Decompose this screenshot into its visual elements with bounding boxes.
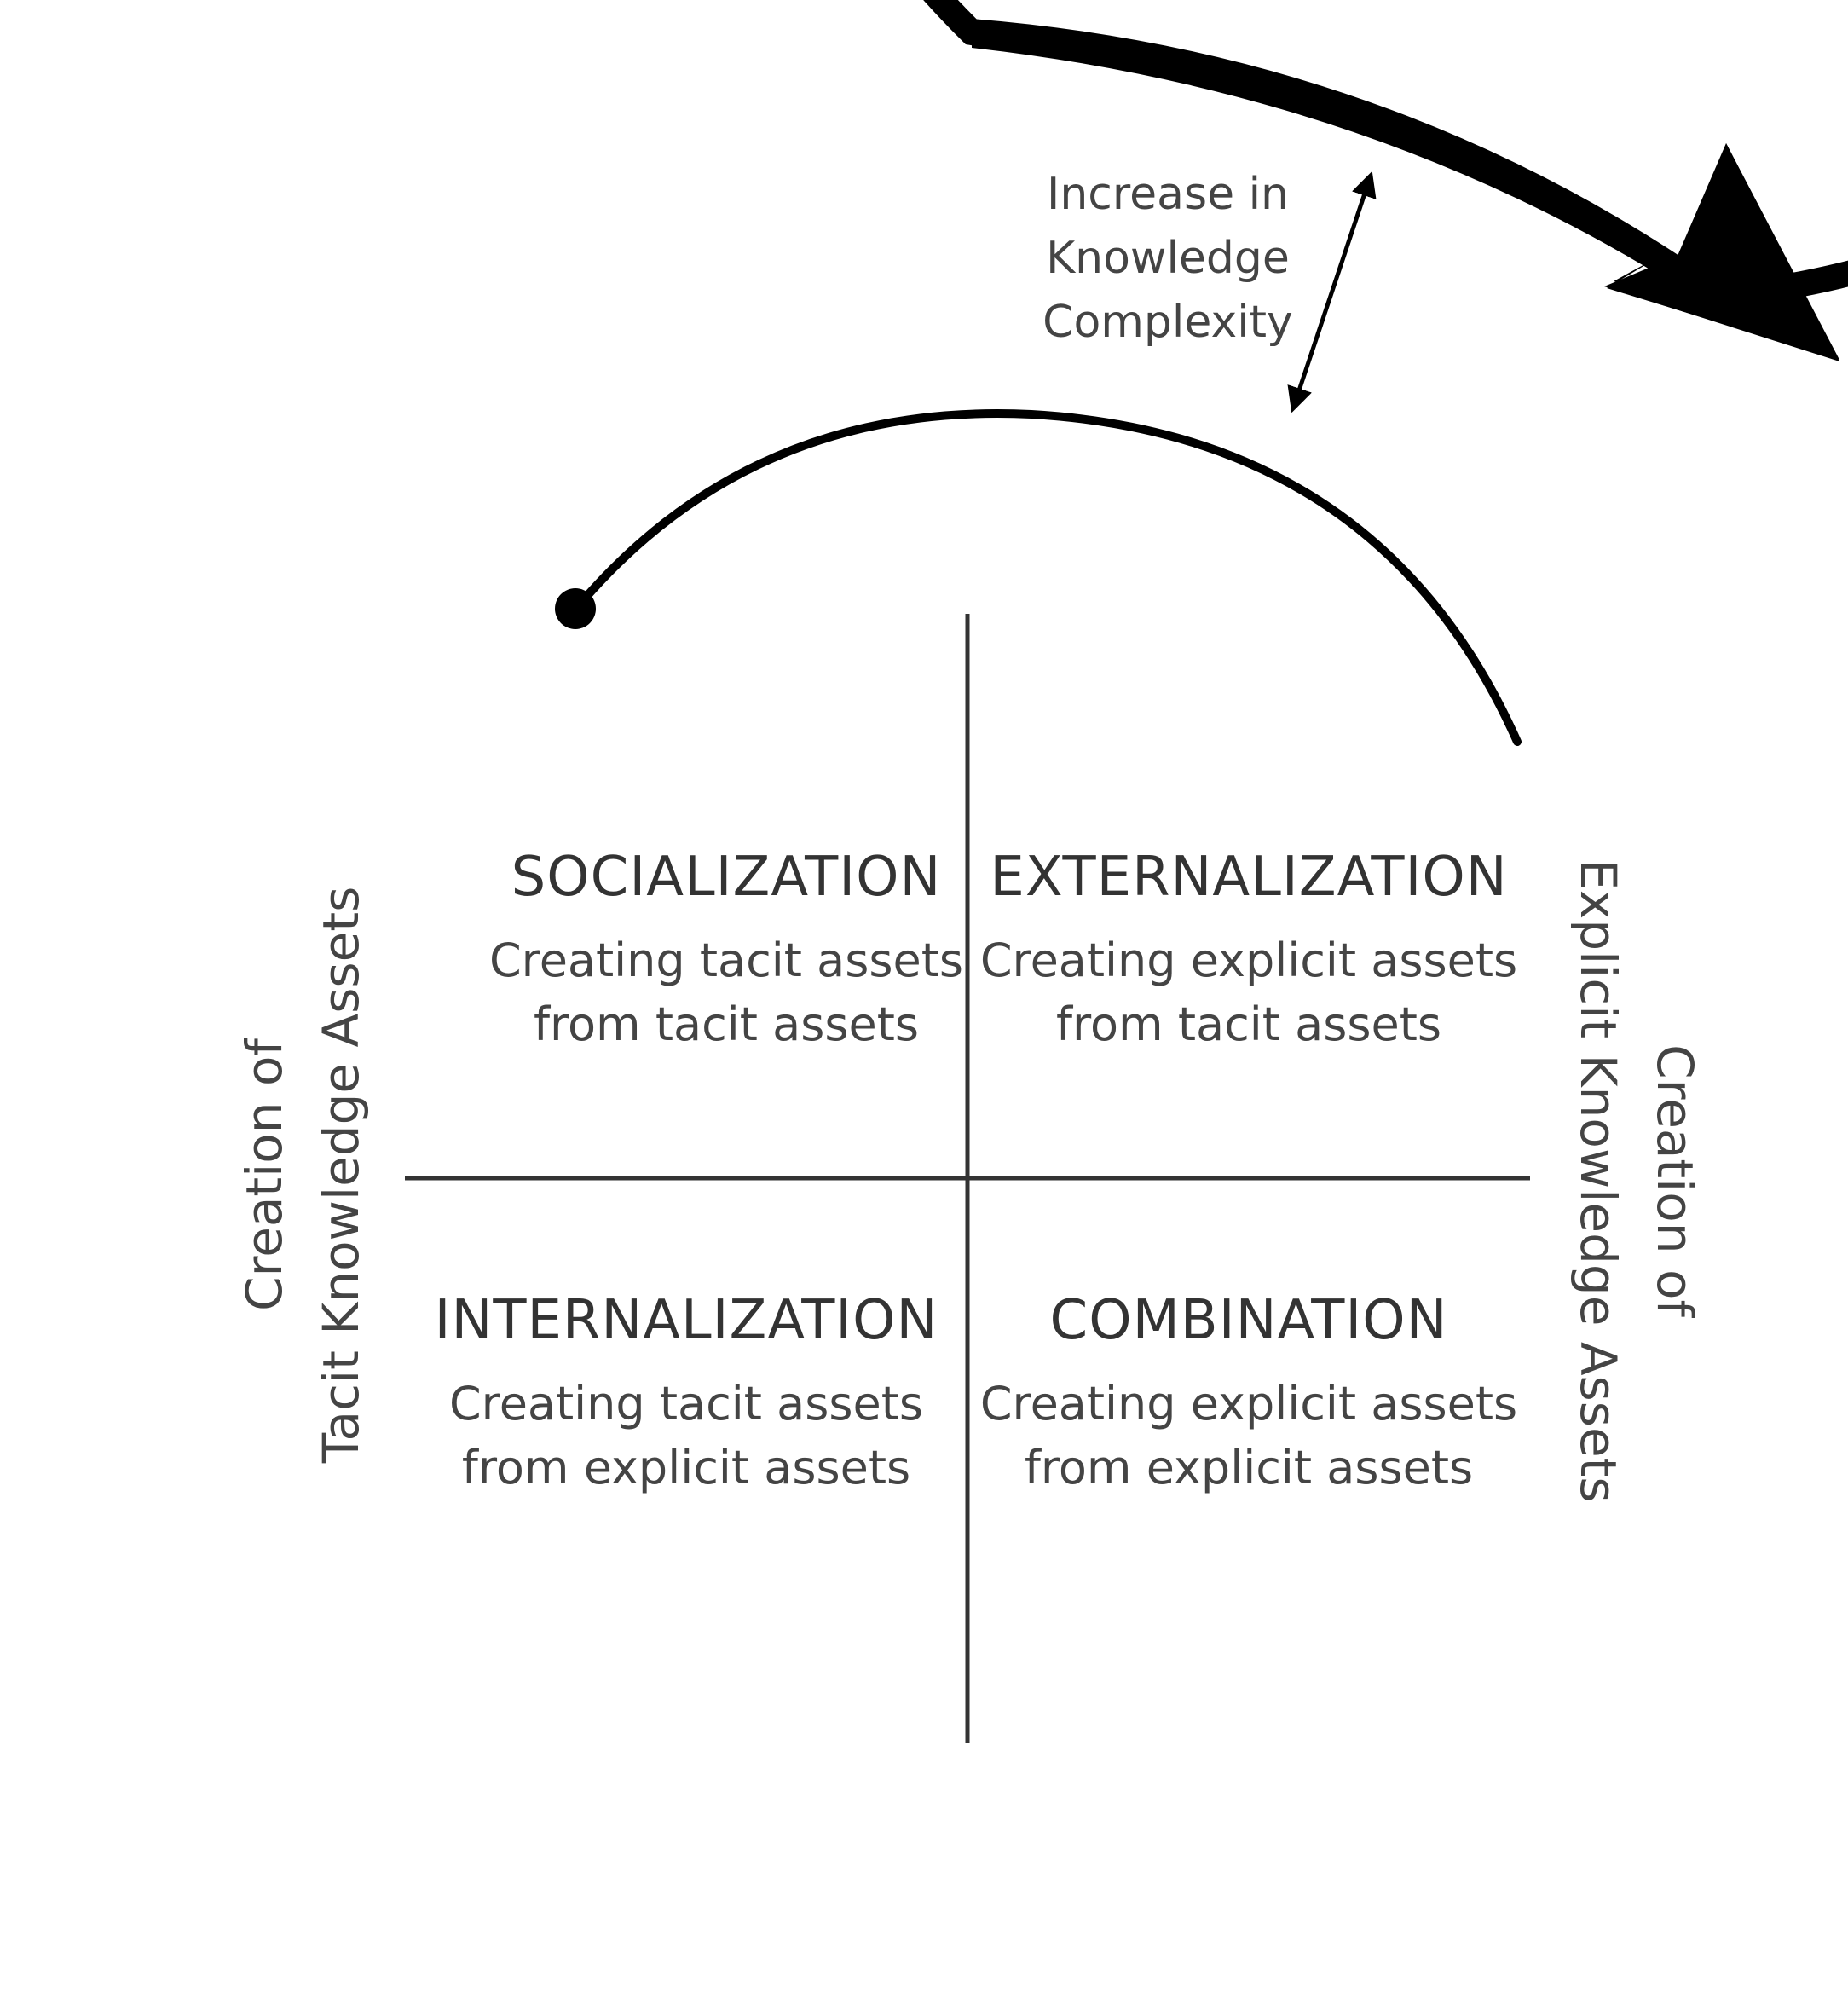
side-label-tacit-line-1: Creation of xyxy=(235,1038,293,1311)
annotation-line-3: Complexity xyxy=(1042,297,1293,348)
spiral-arrowhead-main xyxy=(1604,143,1839,361)
quadrant-socialization: SOCIALIZATION Creating tacit assets from… xyxy=(489,846,963,1051)
inner-spiral-start-dot xyxy=(555,588,596,629)
quadrant-desc-line-1: Creating explicit assets xyxy=(980,1377,1517,1431)
quadrant-desc-line-2: from tacit assets xyxy=(1056,997,1441,1051)
outer-spiral-top-band xyxy=(972,19,1705,298)
quadrant-desc-line-1: Creating explicit assets xyxy=(980,934,1517,987)
quadrant-internalization: INTERNALIZATION Creating tacit assets fr… xyxy=(435,1289,938,1494)
annotation-line-1: Increase in xyxy=(1047,169,1289,220)
quadrant-title: SOCIALIZATION xyxy=(511,846,942,909)
side-label-tacit: Creation of Tacit Knowledge Assets xyxy=(235,887,370,1465)
side-label-explicit-line-2: Explicit Knowledge Assets xyxy=(1569,858,1627,1502)
quadrant-title: COMBINATION xyxy=(1050,1289,1448,1352)
complexity-double-arrow xyxy=(1287,171,1377,413)
quadrant-title: EXTERNALIZATION xyxy=(990,846,1507,909)
side-label-explicit-line-1: Creation of xyxy=(1646,1044,1704,1318)
quadrant-desc-line-2: from explicit assets xyxy=(462,1441,910,1494)
quadrant-externalization: EXTERNALIZATION Creating explicit assets… xyxy=(980,846,1517,1051)
quadrant-desc-line-2: from tacit assets xyxy=(534,997,919,1051)
quadrant-desc-line-2: from explicit assets xyxy=(1025,1441,1473,1494)
inner-spiral-arc xyxy=(571,409,1522,746)
annotation-line-2: Knowledge xyxy=(1046,233,1290,284)
quadrant-desc-line-1: Creating tacit assets xyxy=(489,934,963,987)
side-label-tacit-line-2: Tacit Knowledge Assets xyxy=(312,887,370,1465)
quadrant-combination: COMBINATION Creating explicit assets fro… xyxy=(980,1289,1517,1494)
side-label-explicit: Creation of Explicit Knowledge Assets xyxy=(1569,858,1704,1502)
quadrant-title: INTERNALIZATION xyxy=(435,1289,938,1352)
quadrant-desc-line-1: Creating tacit assets xyxy=(449,1377,923,1431)
